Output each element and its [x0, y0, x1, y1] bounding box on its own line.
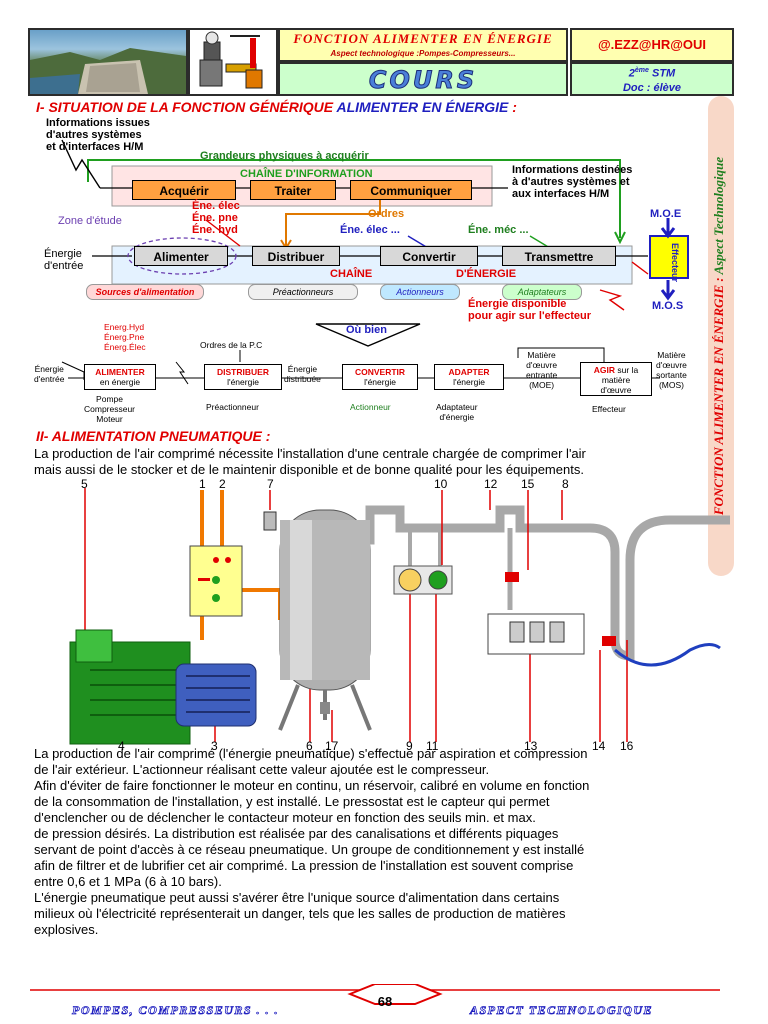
- acquerir-box: Acquérir: [132, 180, 236, 200]
- num-5: 5: [81, 477, 88, 491]
- dam-photo: [28, 28, 188, 96]
- num-8: 8: [562, 477, 569, 491]
- num-13: 13: [524, 739, 538, 753]
- num-10: 10: [434, 477, 448, 491]
- num-11: 11: [426, 739, 439, 753]
- tag-sources: Sources d'alimentation: [86, 284, 204, 300]
- chaine-energie-1: CHAÎNE: [330, 268, 373, 280]
- zone-etude: Zone d'étude: [58, 215, 122, 227]
- alimenter-box: Alimenter: [134, 246, 228, 266]
- pump-illustration: [188, 28, 278, 96]
- moe-label: M.O.E: [650, 208, 682, 220]
- section2-title: II- ALIMENTATION PNEUMATIQUE :: [36, 428, 271, 444]
- body-text: La production de l'air comprimé (l'énerg…: [34, 746, 590, 937]
- level-text: STM: [648, 67, 676, 80]
- ou-bien: Où bien: [346, 324, 387, 336]
- tag-actionneurs: Actionneurs: [380, 284, 460, 300]
- intro-text: La production de l'air comprimé nécessit…: [34, 446, 586, 477]
- distribuer-box: Distribuer: [252, 246, 340, 266]
- doc-subtitle: Aspect technologique :Pompes-Compresseur…: [330, 49, 516, 58]
- num-2: 2: [219, 477, 226, 491]
- footer-decoration: [30, 984, 720, 1005]
- traiter-box: Traiter: [250, 180, 336, 200]
- num-3: 3: [211, 739, 218, 753]
- author: @.EZZ@HR@OUI: [570, 28, 734, 62]
- doc-title: FONCTION ALIMENTER EN ÉNERGIE: [293, 31, 553, 46]
- num-7: 7: [267, 477, 274, 491]
- d2-actionneur: Actionneur: [350, 402, 391, 412]
- convertir-box: Convertir: [380, 246, 478, 266]
- cours-banner: COURS: [278, 62, 568, 96]
- footer-left: POMPES, COMPRESSEURS . . .: [72, 1003, 280, 1018]
- grandeurs-label: Grandeurs physiques à acquérir: [200, 150, 369, 162]
- cours-label: COURS: [368, 66, 478, 95]
- level-num: 2: [628, 67, 635, 80]
- transmettre-box: Transmettre: [502, 246, 616, 266]
- section1-title: I- SITUATION DE LA FONCTION GÉNÉRIQUE AL…: [36, 99, 517, 115]
- effecteur-label: Effecteur: [670, 243, 680, 283]
- ordres-label: Ordres: [368, 208, 405, 220]
- communiquer-box: Communiquer: [350, 180, 472, 200]
- doc-title-cell: FONCTION ALIMENTER EN ÉNERGIE Aspect tec…: [278, 28, 568, 62]
- num-12: 12: [484, 477, 498, 491]
- footer-right: ASPECT TECHNOLOGIQUE: [470, 1003, 654, 1018]
- tag-adaptateurs: Adaptateurs: [502, 284, 582, 300]
- page-number: 68: [377, 994, 393, 1009]
- num-4: 4: [118, 739, 125, 753]
- level-cell: 2ème STM Doc : élève: [570, 62, 734, 96]
- chaine-energie-2: D'ÉNERGIE: [456, 268, 517, 280]
- ordres-pc: Ordres de la P.C: [200, 340, 263, 350]
- d2-effecteur: Effecteur: [592, 404, 626, 414]
- num-14: 14: [592, 739, 606, 753]
- tag-preactionneurs: Préactionneurs: [248, 284, 358, 300]
- num-1: 1: [199, 477, 206, 491]
- mos-label: M.O.S: [652, 300, 684, 312]
- num-9: 9: [406, 739, 413, 753]
- num-15: 15: [521, 477, 535, 491]
- num-17: 17: [325, 739, 339, 753]
- level-sup: ème: [634, 67, 649, 74]
- ene-mec-label: Éne. méc ...: [468, 224, 529, 236]
- num-6: 6: [306, 739, 313, 753]
- chaine-info-label: CHAÎNE D'INFORMATION: [240, 168, 373, 180]
- ene-elec-label: Éne. élec ...: [340, 224, 400, 236]
- d2-preactionneur: Préactionneur: [206, 402, 259, 412]
- num-16: 16: [620, 739, 634, 753]
- pneumatic-installation: [69, 488, 730, 745]
- side-banner: [708, 96, 734, 576]
- doc-type: Doc : élève: [622, 81, 682, 94]
